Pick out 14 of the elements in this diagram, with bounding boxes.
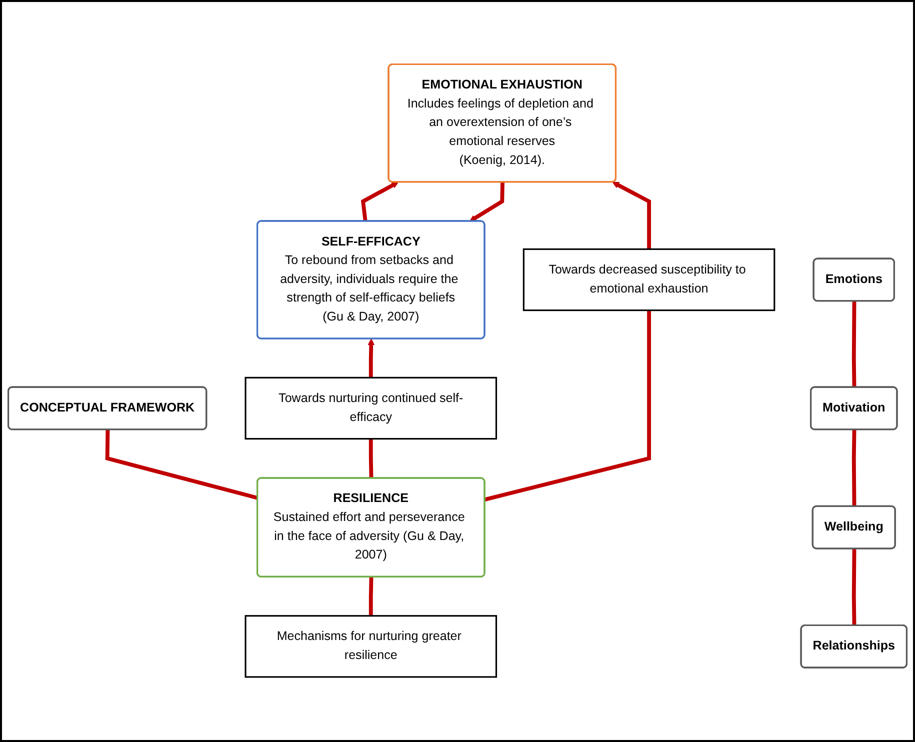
- connector: [852, 549, 856, 626]
- connector: [368, 439, 374, 479]
- connector: [105, 430, 258, 500]
- connector: [484, 310, 651, 502]
- node-box: Towards decreased susceptibility to emotional exhaustion: [522, 248, 776, 312]
- node-box: Towards nurturing continued self-efficacy: [244, 377, 498, 440]
- arrow: [368, 338, 375, 378]
- arrow: [360, 182, 399, 222]
- connector: [368, 577, 374, 616]
- arrow: [612, 182, 651, 250]
- node-box: Mechanisms for nurturing greater resilience: [244, 615, 498, 678]
- connector: [852, 430, 856, 507]
- arrow: [469, 182, 504, 222]
- connector: [852, 302, 856, 388]
